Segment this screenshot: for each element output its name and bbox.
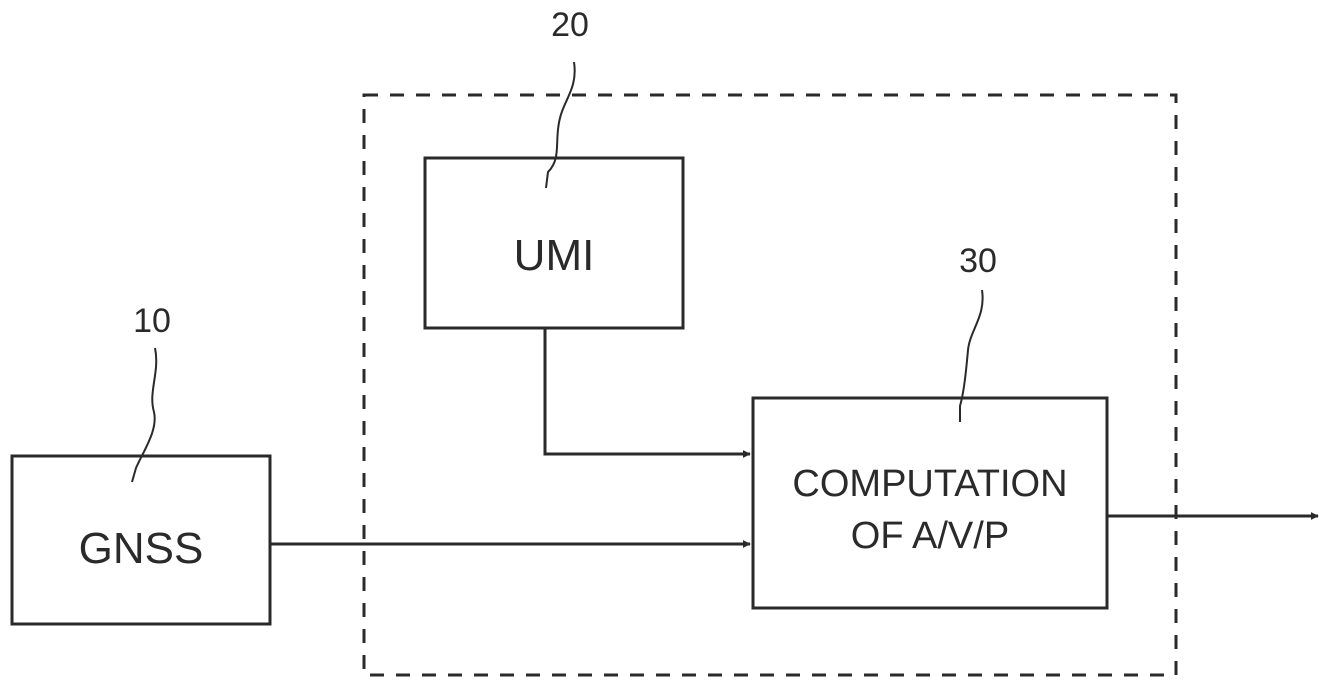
computation-label-line-2: OF A/V/P — [851, 515, 1009, 557]
gnss-label: GNSS — [79, 524, 204, 573]
dashed-enclosure — [362, 93, 1178, 677]
ref-numeral-20: 20 — [551, 6, 589, 44]
leader-line-20 — [545, 61, 576, 189]
arrow-umi-to-computation — [543, 328, 751, 458]
leader-line-30 — [959, 289, 984, 422]
computation-block: COMPUTATION OF A/V/P — [751, 396, 1109, 610]
gnss-block: GNSS — [10, 454, 272, 626]
computation-box — [751, 396, 1109, 610]
ref-numeral-30: 30 — [959, 242, 997, 280]
leader-line-10 — [131, 347, 158, 483]
umi-box — [423, 156, 685, 330]
umi-label: UMI — [514, 231, 595, 280]
computation-label-line-1: COMPUTATION — [792, 463, 1067, 505]
umi-block: UMI — [423, 156, 685, 330]
ref-numeral-10: 10 — [133, 302, 171, 340]
